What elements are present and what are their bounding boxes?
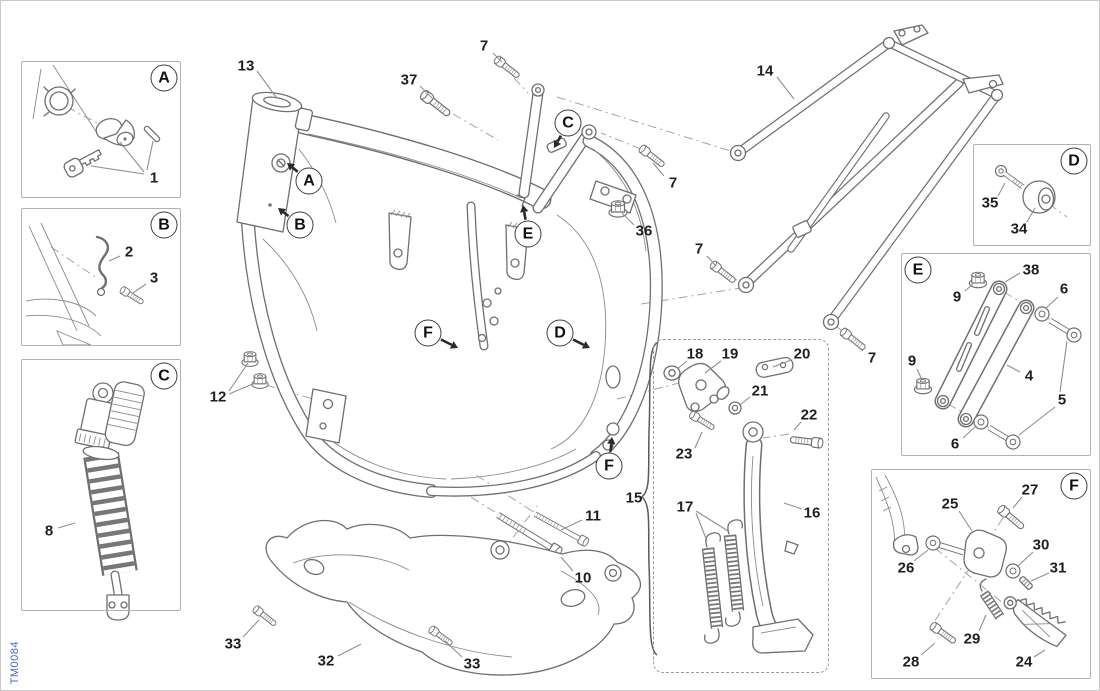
side-stand-drawing: [640, 342, 825, 656]
linkage-drawing: [913, 271, 1082, 450]
skid-plate-drawing: [251, 520, 642, 676]
subframe-drawing: [708, 24, 1004, 353]
shock-absorber-drawing: [74, 381, 145, 621]
hook-drawing: [25, 222, 146, 346]
leader-lines: [57, 52, 1068, 658]
drawing-code: TM0084: [9, 640, 21, 684]
callout-arrows: [278, 135, 616, 452]
lock-set-drawing: [32, 64, 161, 178]
main-frame-drawing: [236, 54, 667, 558]
chain-roller-drawing: [994, 164, 1056, 214]
footpeg-drawing: [875, 474, 1067, 648]
